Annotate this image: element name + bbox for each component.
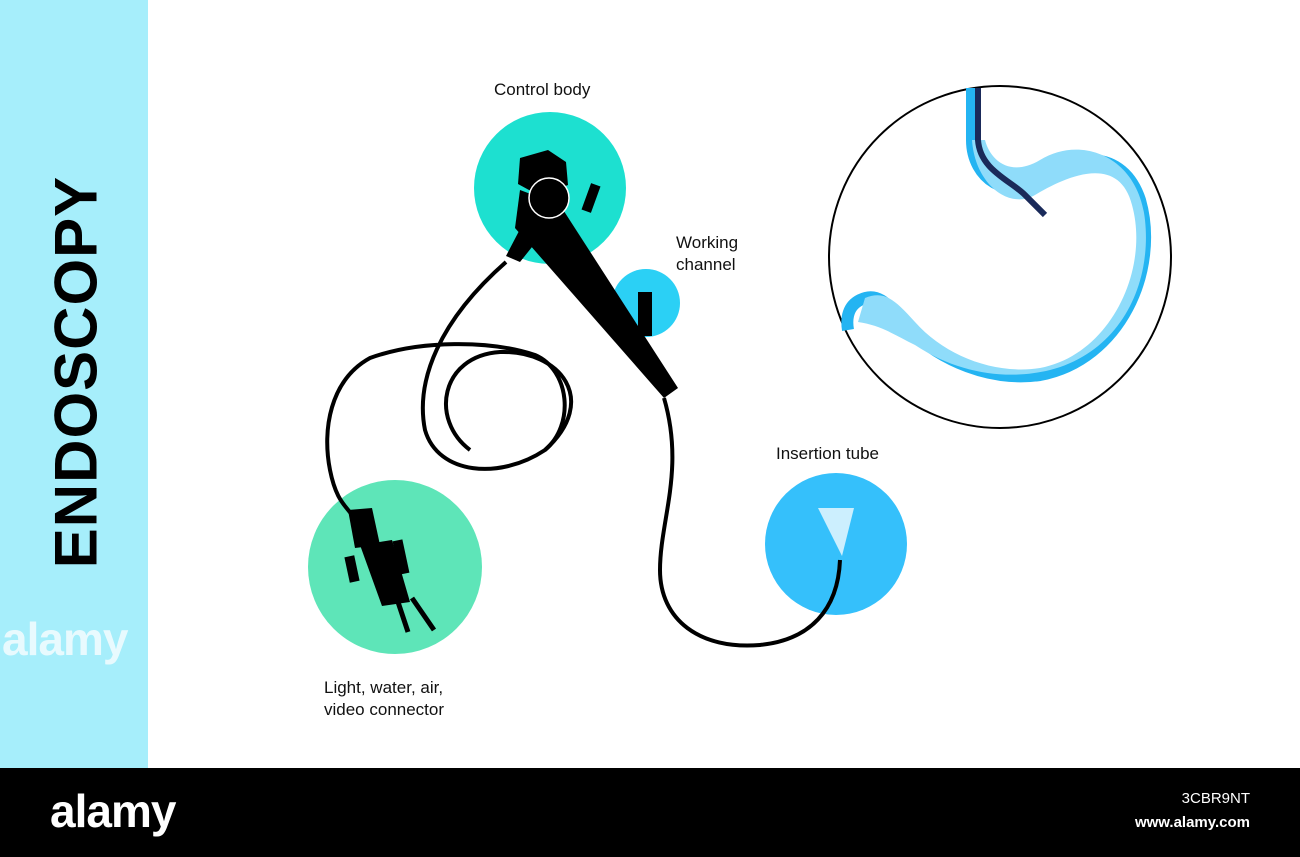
footer-image-id: 3CBR9NT — [1181, 790, 1250, 807]
label-insertion-tube: Insertion tube — [776, 444, 880, 463]
control-wheel — [528, 177, 570, 219]
cable-loop — [444, 349, 574, 452]
endoscope-light — [1028, 215, 1062, 250]
tube-tip-light — [818, 508, 854, 556]
control-handle — [506, 210, 552, 262]
endoscope-diagram — [308, 85, 1172, 654]
stomach-inset — [828, 85, 1172, 429]
label-control-body: Control body — [494, 80, 591, 99]
side-watermark: alamy — [2, 613, 128, 665]
control-body — [515, 190, 678, 398]
label-connector: Light, water, air, video connector — [324, 677, 444, 721]
umbilical-cable — [325, 260, 567, 517]
footer-logo: alamy — [50, 785, 176, 837]
side-button — [581, 183, 601, 213]
label-connector-line1: Light, water, air, — [324, 678, 444, 697]
label-working-channel: Working channel — [676, 232, 738, 276]
insertion-tube — [657, 397, 842, 648]
label-connector-line2: video connector — [324, 700, 445, 719]
page-title: ENDOSCOPY — [42, 175, 110, 569]
footer-bar: alamy 3CBR9NT www.alamy.com — [0, 768, 1300, 857]
sidebar-band: ENDOSCOPY alamy — [0, 0, 148, 768]
label-working-channel-line1: Working — [676, 233, 739, 252]
label-working-channel-line2: channel — [676, 255, 736, 274]
footer-url: www.alamy.com — [1134, 814, 1250, 831]
working-channel-port — [638, 292, 652, 336]
endoscope-in-stomach — [975, 88, 1048, 218]
video-connector — [344, 508, 437, 633]
